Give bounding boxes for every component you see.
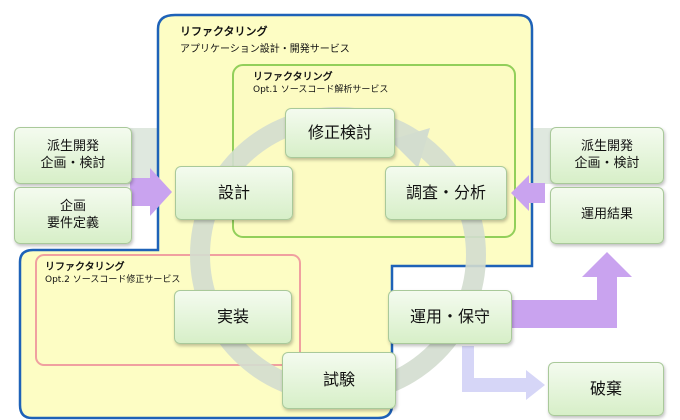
opt1-group-title: リファクタリング: [253, 72, 333, 83]
revision-study-box: 修正検討: [285, 108, 395, 158]
operation-results-label: 運用結果: [580, 207, 633, 223]
opt2-group-subtitle: Opt.2 ソースコード修正サービス: [45, 275, 181, 285]
left-derived-line1: 派生開発: [46, 138, 99, 154]
opt1-group-subtitle: Opt.1 ソースコード解析サービス: [253, 85, 389, 95]
right-derived-line2: 企画・検討: [574, 155, 640, 171]
right-arrow: [511, 175, 545, 211]
left-derived-line2: 企画・検討: [40, 155, 106, 171]
disposal-label: 破棄: [589, 378, 622, 398]
implementation-box: 実装: [174, 290, 292, 344]
design-box: 設計: [175, 166, 293, 220]
revision-study-label: 修正検討: [307, 122, 372, 142]
left-arrow: [130, 168, 172, 216]
investigation-analysis-label: 調査・分析: [405, 182, 486, 202]
left-planning-line1: 企画: [59, 198, 86, 214]
design-label: 設計: [217, 182, 250, 202]
investigation-analysis-box: 調査・分析: [385, 166, 507, 220]
disposal-box: 破棄: [548, 362, 664, 416]
cycle-arrowhead: [390, 128, 430, 168]
testing-label: 試験: [322, 370, 355, 390]
right-derived-development-box: 派生開発 企画・検討: [550, 127, 664, 184]
outer-group-subtitle: アプリケーション設計・開発サービス: [180, 44, 350, 55]
operation-results-box: 運用結果: [550, 187, 664, 244]
operation-maintenance-label: 運用・保守: [409, 306, 490, 326]
disposal-arrow: [462, 346, 545, 400]
operation-maintenance-box: 運用・保守: [388, 290, 512, 344]
implementation-label: 実装: [216, 306, 249, 326]
left-planning-line2: 要件定義: [46, 215, 99, 231]
outer-group-title: リファクタリング: [180, 25, 268, 38]
left-derived-development-box: 派生開発 企画・検討: [14, 127, 132, 184]
opt2-group-title: リファクタリング: [45, 262, 125, 273]
testing-box: 試験: [282, 352, 396, 409]
right-derived-line1: 派生開発: [580, 138, 633, 154]
left-planning-box: 企画 要件定義: [14, 187, 132, 244]
results-arrow: [512, 252, 632, 328]
